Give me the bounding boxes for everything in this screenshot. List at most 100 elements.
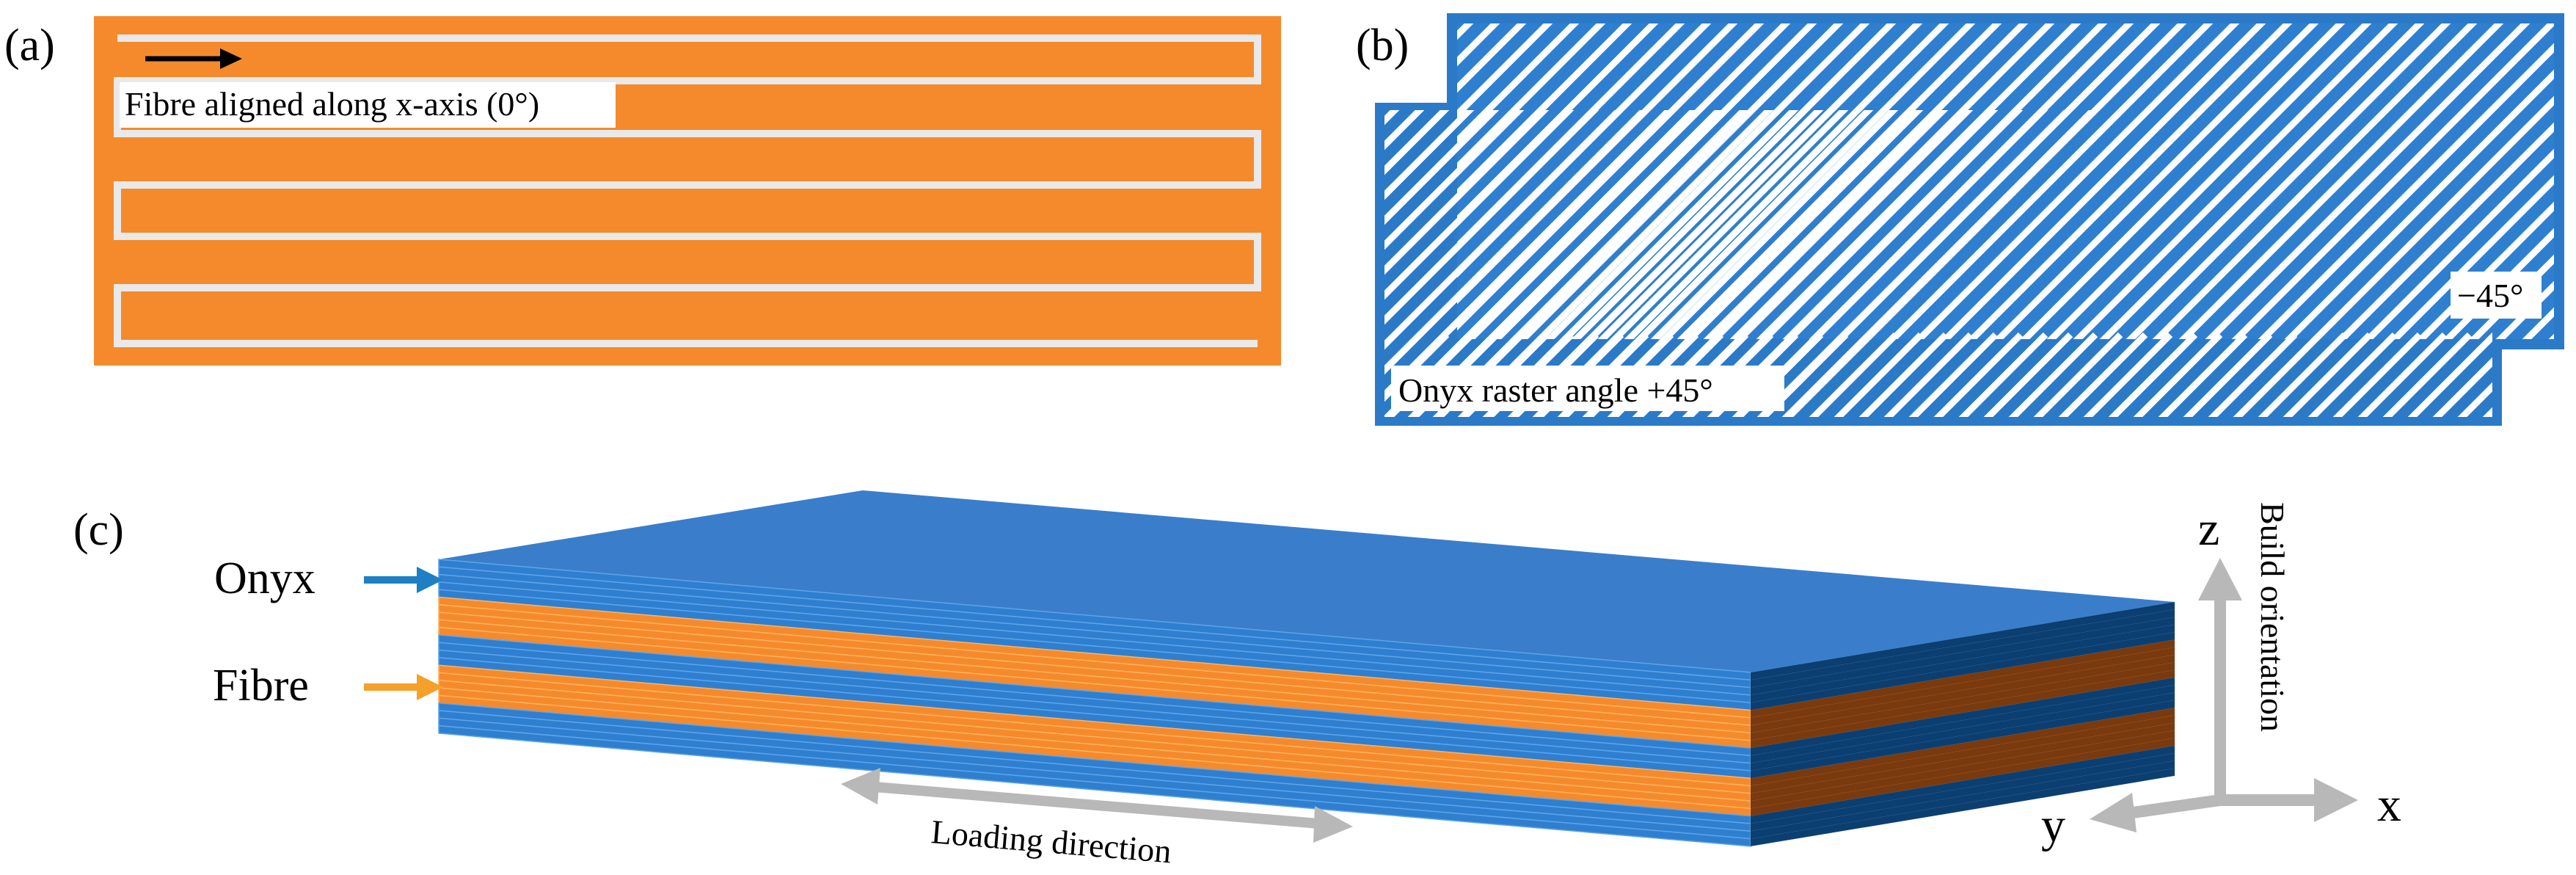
raster-line [2073,23,2398,339]
raster-line [1958,332,2048,417]
fibre-layer-side [1751,639,2175,718]
raster-line [1624,23,1949,339]
onyx-label: Onyx [214,553,315,603]
fibre-arrowhead-icon [417,674,443,700]
onyx-layer-side [1751,609,2175,688]
raster-line [1908,332,1999,417]
raster-line [1571,23,1897,339]
raster-line [1597,23,1923,339]
onyx-raster-annotation: Onyx raster angle +45° [1398,371,1713,409]
raster-line [2407,332,2492,417]
fibre-layer-side [1751,655,2175,733]
onyx-layer-side [1751,768,2175,846]
panel-a: (a) Fibre aligned along x-axis (0°) [4,16,1281,366]
panel-b-label: (b) [1356,21,1409,70]
raster-line [2363,148,2554,339]
raster-line [1967,23,2293,339]
onyx-layer-side [1751,678,2175,756]
raster-line [2457,382,2492,417]
raster-line [2099,23,2425,339]
laminate-front-face [438,559,1751,847]
panel-a-label: (a) [4,21,55,70]
onyx-layer-side [1751,753,2175,832]
raster-line [1883,332,1974,417]
raster-line [1384,110,1450,175]
minus45-label: −45° [2457,277,2523,314]
raster-line [1457,23,1527,93]
panel-b: (b) /* lines drawn by script below */ −4… [1356,9,2576,432]
raster-line [1993,23,2319,339]
axis-x-label: x [2377,778,2401,832]
minus45-hatch [1457,9,2576,354]
raster-line [2233,332,2323,417]
axis-z-label: z [2198,502,2219,556]
onyx-layer-side [1751,700,2175,779]
raster-line [2382,332,2473,417]
raster-line [1492,23,1817,339]
build-orientation-label: Build orientation [2254,502,2291,732]
raster-line [1703,23,2029,339]
raster-line [2152,23,2478,339]
raster-line [1729,23,2055,339]
raster-line [2357,332,2448,417]
onyx-layer-side [1751,624,2175,703]
raster-line [2332,332,2423,417]
raster-line [1809,332,1899,417]
loading-direction-arrow [841,768,1353,843]
raster-line [1465,23,1791,339]
raster-line [1676,23,2002,339]
raster-line [2482,407,2492,417]
raster-line [2020,23,2346,339]
raster-line [2208,332,2298,417]
raster-line [1858,332,1949,417]
annotation-background [120,82,616,128]
raster-line [1650,23,1976,339]
onyx-layer-side [1751,602,2175,680]
onyx-layer-side [1751,617,2175,695]
raster-line [1983,332,2073,417]
loading-direction-label: Loading direction [930,813,1172,870]
raster-line [1933,332,2024,417]
fibre-layer-side [1751,647,2175,726]
raster-line [2495,280,2554,339]
raster-line [2126,23,2451,339]
raster-line [2390,175,2554,339]
fibre-layer-side [1751,669,2175,748]
raster-line [1834,332,1924,417]
onyx-layer-side [1751,632,2175,711]
raster-line [2565,9,2576,354]
raster-line [1784,332,1874,417]
onyx-layer-side [1751,685,2175,763]
y-arrowhead-icon [2090,793,2137,832]
raster-line [1384,110,1575,300]
raster-line [2083,332,2173,417]
x-arrowhead-icon [2314,778,2358,822]
raster-line [2058,332,2148,417]
raster-line [2307,332,2398,417]
laminate-top-face [439,490,2175,672]
raster-line [1457,23,1553,120]
raster-line [1384,110,1475,200]
onyx-layer-side [1751,745,2175,824]
panel-c-label: (c) [73,505,124,555]
raster-line [1384,110,1649,375]
raster-line [2133,332,2223,417]
raster-line [1888,23,2214,339]
raster-line [2205,23,2531,339]
raster-line [1518,23,1844,339]
raster-line [2432,357,2492,417]
raster-line [1914,23,2240,339]
fibre-layer-side [1751,730,2175,809]
onyx-arrowhead-icon [417,567,443,593]
raster-line [1384,110,1525,250]
coordinate-axes [2090,558,2358,832]
raster-line [2572,335,2576,432]
onyx-layer-side [1751,760,2175,839]
raster-line [1384,110,1599,325]
raster-line [2258,43,2554,339]
fibre-layer-plate [94,16,1281,366]
fibre-layer-side [1751,708,2175,786]
fibre-annotation: Fibre aligned along x-axis (0°) [125,85,539,123]
raster-line [2310,95,2554,339]
raster-line [2033,332,2123,417]
